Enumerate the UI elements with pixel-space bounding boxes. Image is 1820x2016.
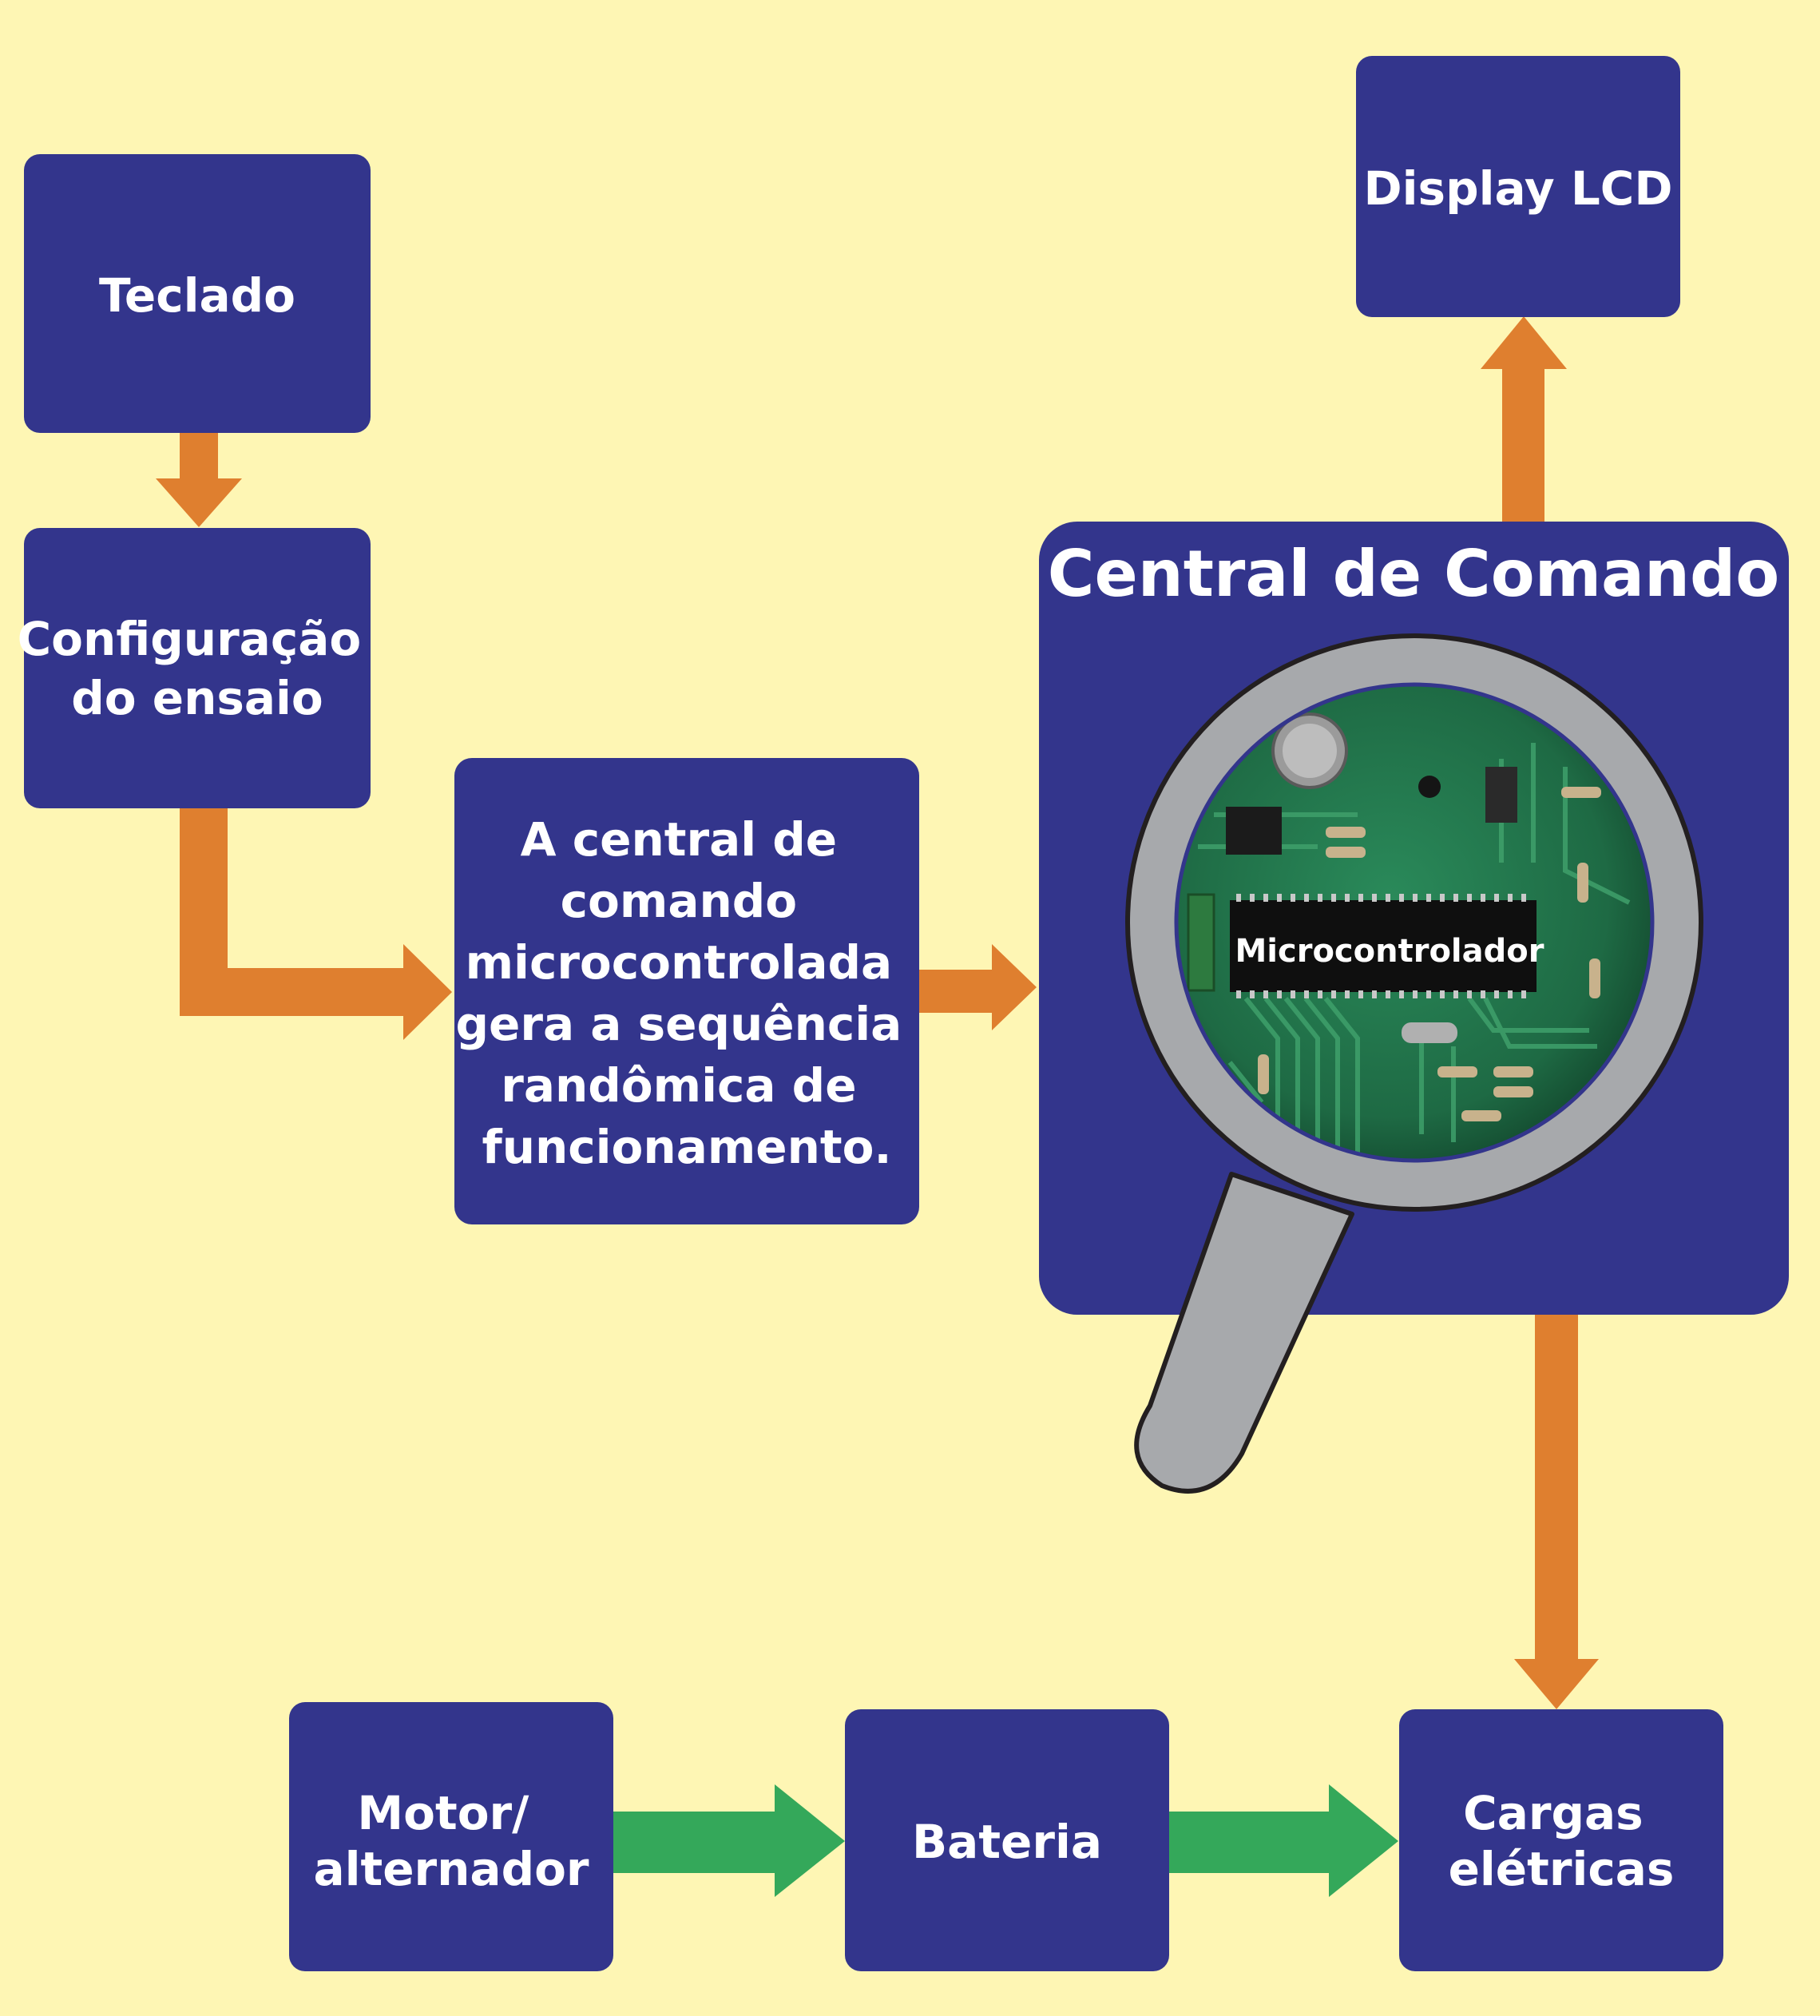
- arrow-sequencia-to-central: [918, 944, 1037, 1030]
- cargas-line-2: elétricas: [1449, 1842, 1675, 1896]
- cargas-label: Cargas elétricas: [1449, 1786, 1675, 1896]
- cargas-box: Cargas elétricas: [1399, 1709, 1723, 1971]
- magnifier-lens-edge: [1174, 682, 1655, 1163]
- bateria-label: Bateria: [912, 1815, 1102, 1869]
- magnifier-lens: Microcontrolador: [1176, 685, 1652, 1161]
- sequencia-line-2: comando: [561, 874, 797, 928]
- magnifier-handle: [1134, 1172, 1354, 1494]
- sequencia-label: A central de comando microcontrolada ger…: [455, 812, 918, 1174]
- cargas-line-1: Cargas: [1463, 1786, 1644, 1840]
- microcontroller-chip: [1230, 900, 1536, 992]
- microcontroller-label: Microcontrolador: [1235, 933, 1544, 970]
- teclado-box: Teclado: [24, 154, 371, 433]
- arrow-bateria-to-cargas: [1169, 1784, 1398, 1897]
- central-title: Central de Comando: [1048, 537, 1779, 611]
- display-label: Display LCD: [1364, 161, 1673, 216]
- motor-line-1: Motor/: [357, 1786, 529, 1840]
- motor-box: Motor/ alternador: [289, 1702, 613, 1971]
- configuracao-line-1: Configuração: [18, 612, 362, 666]
- sequencia-line-3: microcontrolada: [466, 935, 893, 990]
- arrow-central-to-cargas: [1514, 1310, 1599, 1709]
- motor-label: Motor/ alternador: [313, 1786, 589, 1896]
- magnifying-glass-icon: Microcontrolador: [1125, 633, 1703, 1494]
- motor-line-2: alternador: [313, 1842, 589, 1896]
- arrow-configuracao-to-sequencia: [180, 807, 452, 1040]
- display-box: Display LCD: [1356, 56, 1680, 317]
- arrow-central-to-display: [1481, 316, 1567, 524]
- arrow-motor-to-bateria: [613, 1784, 845, 1897]
- sequencia-line-4: gera a sequência: [455, 997, 902, 1051]
- sequencia-line-6: funcionamento.: [482, 1120, 891, 1174]
- configuracao-label: Configuração do ensaio: [18, 612, 378, 725]
- bateria-box: Bateria: [845, 1709, 1169, 1971]
- arrow-teclado-to-configuracao: [156, 432, 242, 527]
- configuracao-box: Configuração do ensaio: [18, 528, 378, 808]
- sequencia-line-1: A central de: [521, 812, 837, 867]
- sequencia-box: A central de comando microcontrolada ger…: [454, 758, 919, 1224]
- teclado-label: Teclado: [99, 268, 295, 323]
- configuracao-line-2: do ensaio: [71, 671, 323, 725]
- sequencia-line-5: randômica de: [501, 1058, 856, 1113]
